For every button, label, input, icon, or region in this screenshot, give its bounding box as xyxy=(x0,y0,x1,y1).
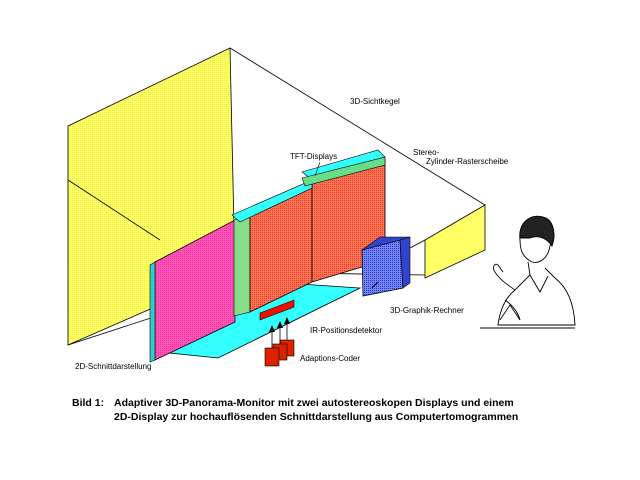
label-view-cone: 3D-Sichtkegel xyxy=(350,97,400,106)
adaption-coder xyxy=(264,317,295,367)
raster-strip-left xyxy=(231,179,313,223)
label-adaption-coder: Adaptions-Coder xyxy=(300,354,361,363)
raster-strip-right-green xyxy=(301,156,386,187)
caption-line2: 2D-Display zur hochauflösenden Schnittda… xyxy=(114,411,519,423)
leader-tft xyxy=(314,161,321,177)
view-cone-edge-top xyxy=(229,47,486,206)
label-graphics-computer: 3D-Graphik-Rechner xyxy=(390,306,464,315)
graphics-computer-side xyxy=(399,236,411,289)
section-display-edge xyxy=(149,261,156,363)
label-tft-displays: TFT-Displays xyxy=(290,152,338,161)
caption-prefix: Bild 1: xyxy=(72,397,105,409)
view-cone-near-end xyxy=(424,204,486,279)
label-stereo-line2: Zylinder-Rasterscheibe xyxy=(426,157,509,166)
view-cone-edge-bottom xyxy=(67,314,161,346)
tft-left-side-panel xyxy=(233,214,251,317)
view-cone-edge-mid xyxy=(67,179,161,241)
ir-slit xyxy=(259,299,295,321)
caption-line1: Adaptiver 3D-Panorama-Monitor mit zwei a… xyxy=(114,397,514,409)
label-stereo-line1: Stereo- xyxy=(413,148,440,157)
label-ir-detector: IR-Positionsdetektor xyxy=(310,326,383,335)
label-section-display: 2D-Schnittdarstellung xyxy=(75,362,152,371)
viewer-figure xyxy=(480,215,576,329)
